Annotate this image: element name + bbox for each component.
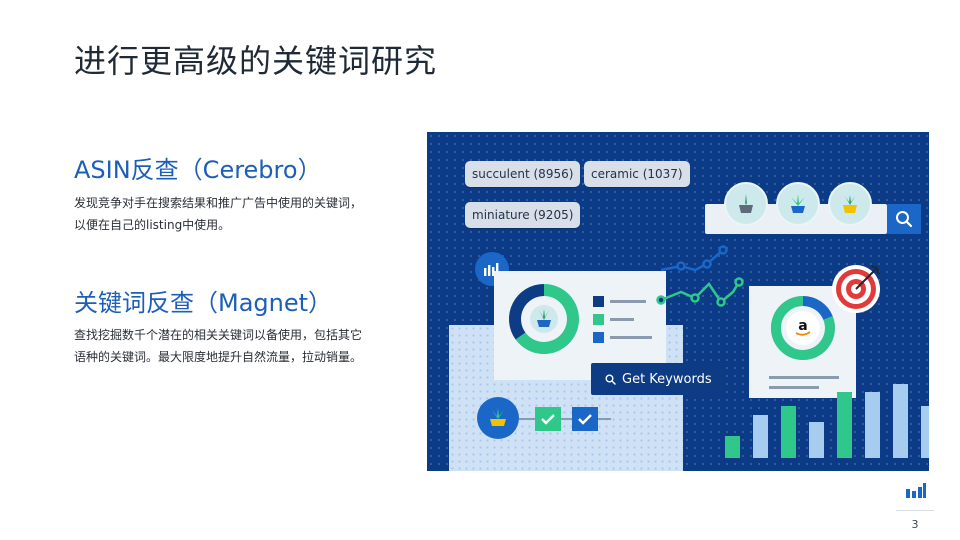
connector-line [519, 418, 611, 420]
legend-swatch [593, 296, 604, 307]
section-body-magnet: 查找挖掘数千个潜在的相关关键词以备使用，包括其它语种的关键词。最大限度地提升自然… [74, 328, 363, 364]
amazon-logo-icon: a [790, 315, 816, 341]
slide-title: 进行更高级的关键词研究 [74, 42, 438, 80]
bar-chart-bar [781, 406, 796, 458]
bar-chart-bar [893, 384, 908, 458]
bar-chart-icon [484, 263, 499, 276]
legend-swatch [593, 332, 604, 343]
keyword-chip-succulent: succulent (8956) [465, 161, 581, 187]
plant-pot-icon [791, 194, 805, 213]
bar-chart-bar [809, 422, 824, 458]
bar-chart-bar [753, 415, 768, 458]
check-icon [541, 414, 555, 425]
bar-chart-bar [921, 406, 929, 458]
plant-pot-icon [843, 195, 857, 213]
plant-thumbnail-3 [828, 182, 872, 226]
target-icon [832, 265, 880, 313]
plant-thumbnail-2 [776, 182, 820, 226]
search-icon [896, 211, 913, 228]
get-keywords-label: Get Keywords [622, 371, 712, 387]
check-icon [578, 414, 592, 425]
bar-chart-bar [865, 392, 880, 458]
plant-circle [477, 397, 519, 439]
svg-text:a: a [798, 318, 807, 334]
legend-line [610, 318, 634, 321]
section-body-cerebro: 发现竞争对手在搜索结果和推广广告中使用的关键词，以便在自己的listing中使用… [74, 196, 363, 232]
plant-thumbnail-1 [724, 182, 768, 226]
card-line [769, 376, 839, 379]
check-box [535, 407, 561, 431]
keyword-chip-ceramic: ceramic (1037) [584, 161, 690, 187]
bar-chart-bar [837, 392, 852, 458]
legend-line [610, 300, 646, 303]
trend-lines [656, 245, 744, 307]
donut-chart [509, 284, 579, 354]
section-heading-cerebro: ASIN反查（Cerebro） [74, 156, 322, 184]
plant-pot-icon [490, 408, 506, 426]
legend-swatch [593, 314, 604, 325]
amazon-donut-chart [770, 295, 835, 360]
brand-logo-icon [906, 483, 926, 498]
search-button [887, 204, 921, 234]
check-box [572, 407, 598, 431]
legend-line [610, 336, 652, 339]
section-heading-magnet: 关键词反查（Magnet） [74, 289, 333, 317]
card-line [769, 386, 819, 389]
footer-divider [896, 510, 934, 511]
search-icon [605, 374, 616, 385]
keyword-research-illustration: succulent (8956) ceramic (1037) miniatur… [427, 132, 929, 471]
page-number: 3 [911, 518, 919, 531]
bar-chart-bar [725, 436, 740, 458]
keyword-summary-card [494, 271, 666, 380]
keyword-chip-miniature: miniature (9205) [465, 202, 581, 228]
plant-pot-icon [739, 194, 753, 213]
get-keywords-button: Get Keywords [591, 363, 725, 395]
